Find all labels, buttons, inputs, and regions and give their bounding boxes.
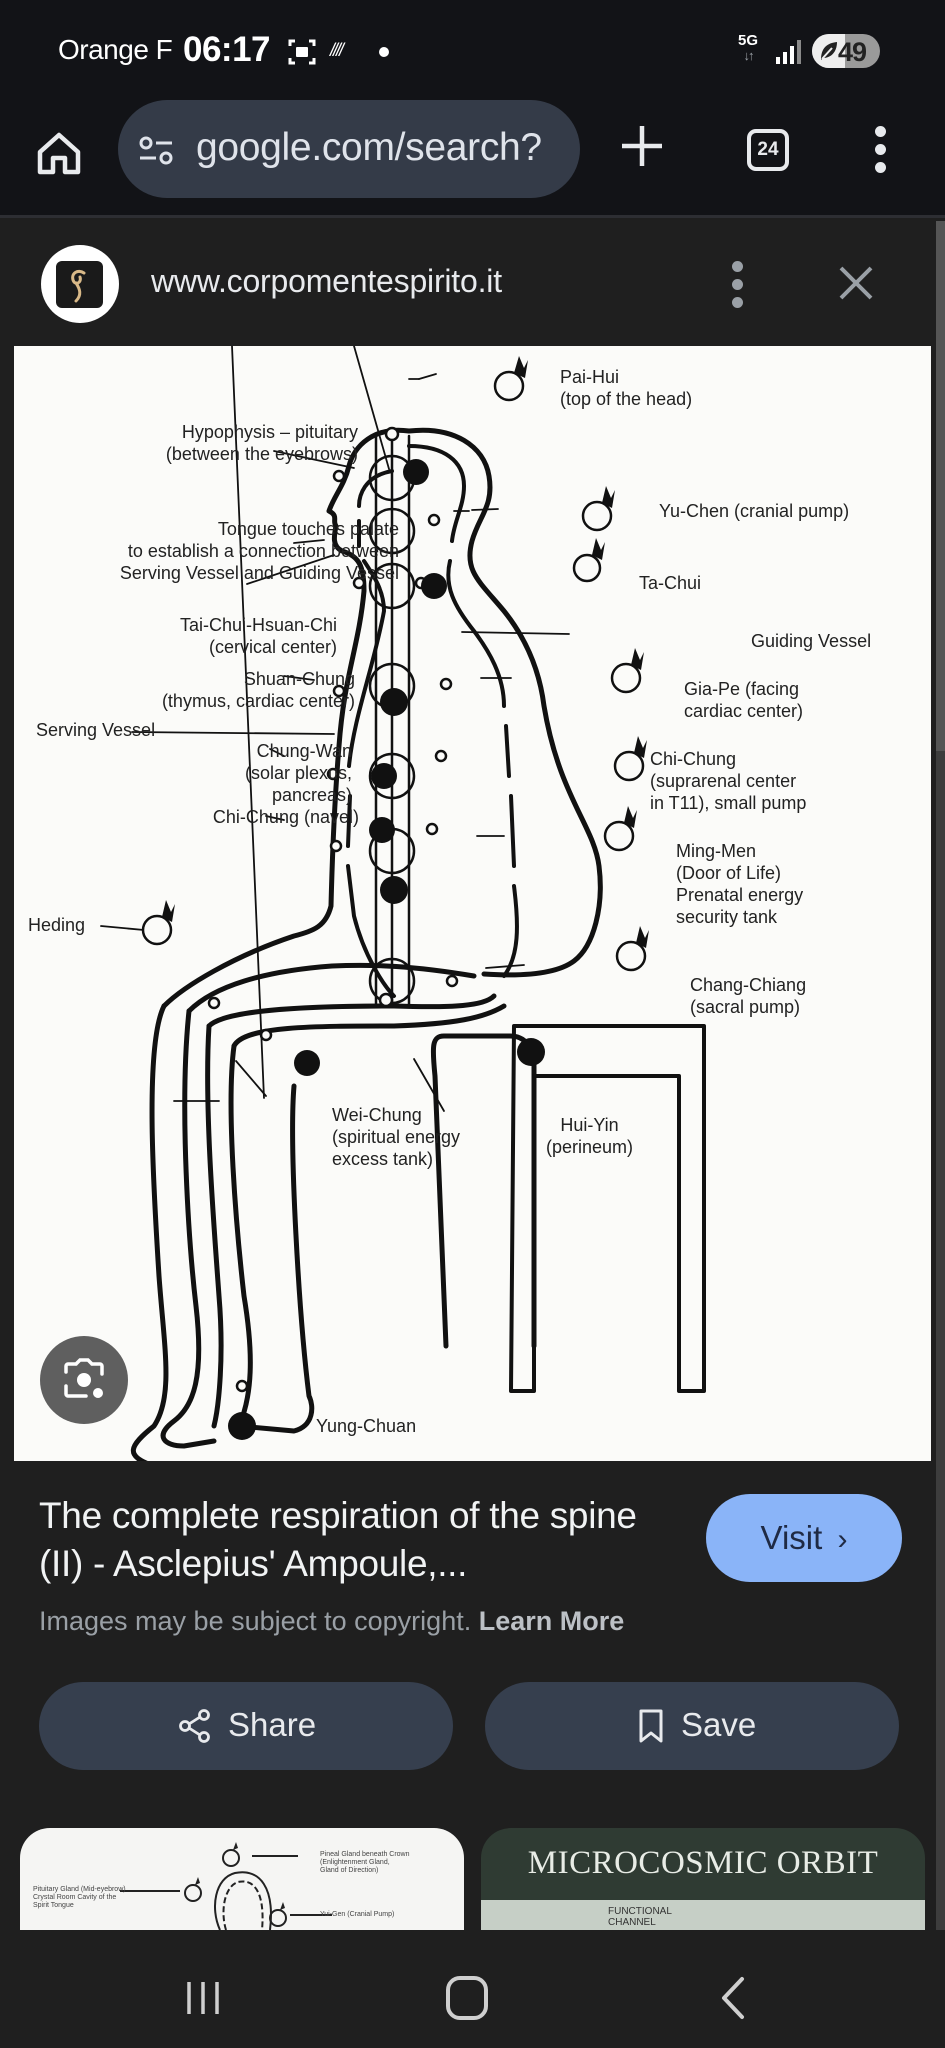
copyright-notice: Images may be subject to copyright. Lear… [39,1606,624,1637]
battery-percent: 49 [838,37,867,67]
head-diagram-thumbnail [120,1842,332,1930]
label-chung-wan: Chung-Wan(solar plexus,pancreas) [244,741,352,805]
result-title[interactable]: The complete respiration of the spine (I… [39,1495,637,1584]
screenshot-icon [288,39,316,65]
thumb-label-yui-gen: Yui-Gen (Cranial Pump) [320,1911,395,1918]
power-saving-leaf-icon [821,42,837,60]
carrier-name: Orange F [58,34,173,65]
back-icon[interactable] [718,1976,748,2020]
label-pai-hui: Pai-Hui(top of the head) [560,367,693,409]
notification-dot-icon [379,47,389,57]
label-chang-chiang: Chang-Chiang(sacral pump) [690,975,807,1017]
tab-switcher-button[interactable]: 24 [747,129,789,171]
logo-swirl-icon [71,269,86,303]
label-hui-yin: Hui-Yin(perineum) [546,1115,634,1157]
label-tai-chui: Tai-Chui-Hsuan-Chi(cervical center) [179,615,337,657]
recents-icon[interactable] [185,1978,225,2018]
result-image[interactable]: Pai-Hui(top of the head) Hypophysis – pi… [14,346,931,1461]
share-label: Share [228,1706,317,1743]
clock: 06:17 [183,30,271,69]
serving-vessel-channel [346,469,396,998]
save-button[interactable]: Save [485,1682,899,1770]
label-serving-vessel: Serving Vessel [36,720,156,740]
thumb-label-pineal: Pineal Gland beneath Crown(Enlightenment… [320,1851,410,1874]
save-label: Save [681,1706,757,1743]
label-yung-chuan: Yung-Chuan [316,1416,417,1436]
share-icon [179,1709,210,1743]
scrollbar-track[interactable] [936,221,945,2001]
battery-indicator: 49 [812,34,880,68]
google-lens-button[interactable] [40,1336,128,1424]
thumb-title: MICROCOSMIC ORBIT [527,1845,879,1881]
tune-icon[interactable] [138,136,176,166]
wifi-calling-icon: //// [330,40,344,60]
visit-label: Visit [760,1519,823,1556]
new-tab-plus-icon[interactable] [618,122,666,170]
label-ta-chui: Ta-Chui [639,573,702,593]
data-arrows-icon: ↓↑ [743,48,755,63]
system-nav-bar [0,1930,945,2048]
home-icon[interactable] [36,130,82,176]
bookmark-icon [639,1709,663,1743]
scrollbar-thumb[interactable] [936,221,945,751]
address-bar[interactable]: google.com/search? [118,100,580,198]
home-icon[interactable] [446,1976,488,2020]
network-label: 5G [738,32,759,49]
more-vert-icon[interactable] [730,261,744,309]
sitting-figure-diagram [100,346,706,1461]
label-guiding-vessel: Guiding Vessel [751,631,872,651]
label-heding: Heding [28,915,86,935]
site-domain[interactable]: www.corpomentespirito.it [151,263,502,299]
copyright-text: Images may be subject to copyright. [39,1606,472,1636]
related-image-thumbnail[interactable]: Pineal Gland beneath Crown(Enlightenment… [20,1828,464,1930]
chair-outline [509,1024,706,1393]
url-text[interactable]: google.com/search? [196,126,542,169]
guiding-vessel-channel [407,444,519,978]
visit-button[interactable]: Visit › [706,1494,902,1582]
site-sheet-header: www.corpomentespirito.it [0,221,930,345]
close-icon[interactable] [836,263,876,303]
posterior-points [141,370,647,972]
thumb-label-pituitary: Pituitary Gland (Mid-eyebrow)Crystal Roo… [33,1886,126,1909]
status-bar: Orange F 06:17 //// 5G ↓↑ 49 [0,0,945,100]
chevron-right-icon: › [837,1523,848,1556]
label-shuan-chung: Shuan-Chung(thymus, cardiac center) [161,669,355,711]
anterior-points [228,459,545,1440]
label-chi-chung-navel: Chi-Chung (navel) [212,807,359,827]
share-button[interactable]: Share [39,1682,453,1770]
site-favicon [41,245,119,323]
signal-icon [776,40,801,64]
label-hypophysis: Hypophysis – pituitary(between the eyebr… [165,422,358,464]
lens-icon [64,1358,104,1398]
label-yu-chen: Yu-Chen (cranial pump) [659,501,850,521]
learn-more-link[interactable]: Learn More [478,1606,625,1636]
more-vert-icon[interactable] [872,126,888,176]
network-type: 5G ↓↑ [738,33,758,63]
browser-toolbar: google.com/search? 24 [0,100,945,218]
